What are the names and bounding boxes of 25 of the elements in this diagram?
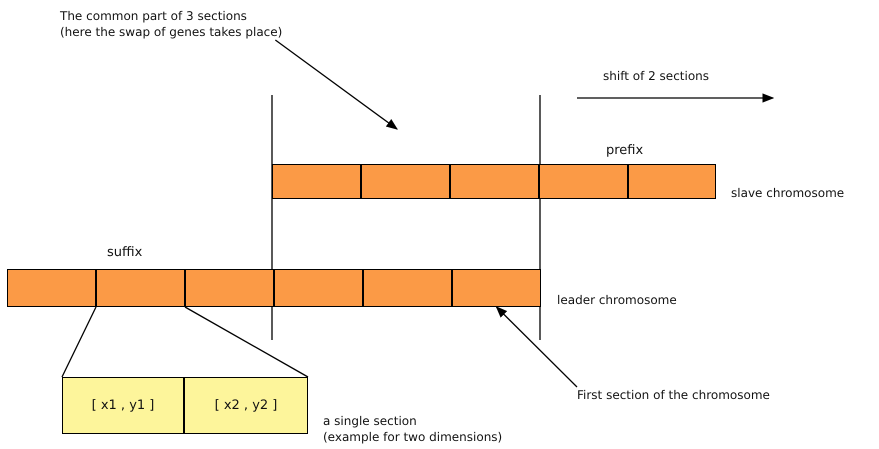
chromosome-section	[539, 164, 628, 199]
chromosome-section	[363, 269, 452, 307]
chromosome-section	[361, 164, 450, 199]
chromosome-section	[7, 269, 96, 307]
chromosome-section	[272, 164, 361, 199]
gene-cell: [ x1 , y1 ]	[62, 377, 184, 434]
chromosome-section	[185, 269, 274, 307]
text-label: suffix	[107, 245, 142, 261]
gene-cell: [ x2 , y2 ]	[184, 377, 308, 434]
zoom-line	[496, 306, 578, 388]
chromosome-section	[450, 164, 539, 199]
zoom-line	[184, 306, 308, 378]
chromosome-section	[452, 269, 541, 307]
chromosome-section	[96, 269, 185, 307]
text-label: leader chromosome	[557, 292, 677, 308]
annotation-text: The common part of 3 sections (here the swap of genes takes place)	[60, 8, 282, 40]
text-label: shift of 2 sections	[603, 68, 710, 84]
text-label: prefix	[606, 143, 644, 159]
annotation-text: First section of the chromosome	[577, 387, 770, 403]
chromosome-section	[628, 164, 716, 199]
text-label: a single section (example for two dimensions)	[323, 413, 502, 445]
text-label: slave chromosome	[731, 185, 844, 201]
zoom-line	[61, 306, 97, 378]
chromosome-section	[274, 269, 363, 307]
leader-arrow	[274, 39, 398, 130]
